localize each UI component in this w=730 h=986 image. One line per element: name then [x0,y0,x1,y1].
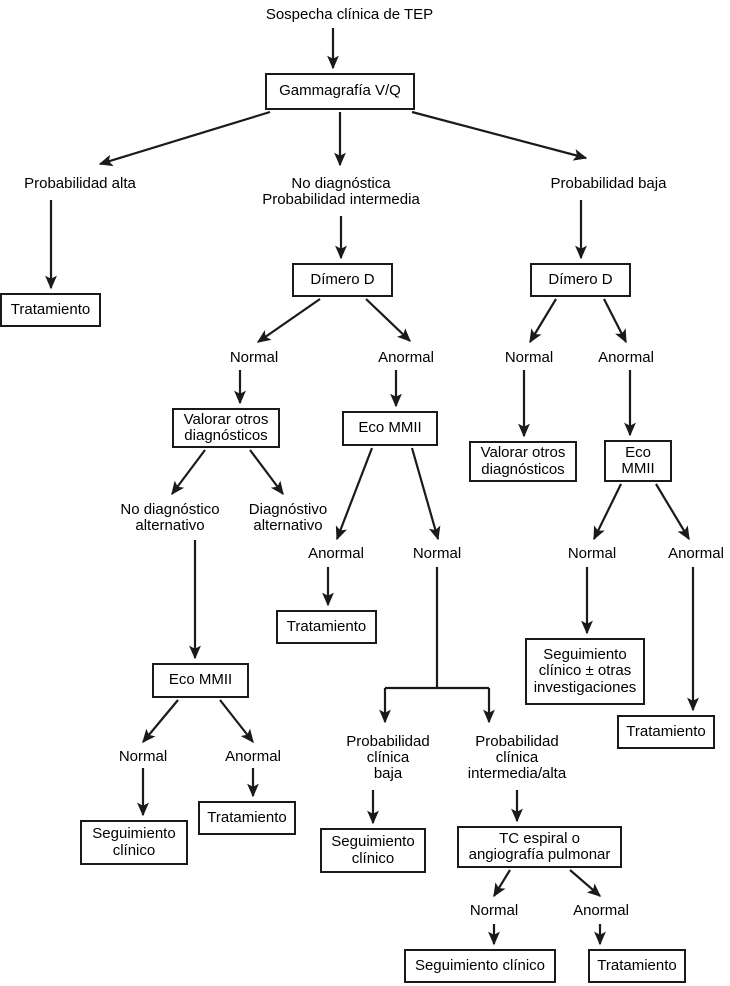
flow-label-n11: Normal [504,348,554,366]
flow-label-n17: No diagnóstico alternativo [120,500,220,534]
flow-edge-n2-to-n5 [411,110,588,161]
flow-box-n7[interactable]: Dímero D [292,263,393,297]
flow-box-n31[interactable]: Tratamiento [198,801,296,835]
flow-box-n24[interactable]: Seguimiento clínico ± otras investigacio… [525,638,645,705]
flow-label-n30: Anormal [225,747,281,765]
flow-box-n2[interactable]: Gammagrafía V/Q [265,73,415,110]
flow-box-n8[interactable]: Dímero D [530,263,631,297]
flow-label-n12: Anormal [598,348,654,366]
flow-edge-n8-to-n11 [529,298,557,344]
flow-edge-n16-to-n22 [655,483,690,541]
flow-box-n32[interactable]: Seguimiento clínico [80,820,188,865]
flow-label-n18: Diagnóstivo alternativo [248,500,328,534]
flow-edge-n13-to-n18 [249,449,284,496]
flow-edge-n7-to-n10 [365,298,411,342]
edge-layer [45,28,699,946]
flow-edge-n2-to-n3 [98,110,271,167]
flow-edge-n34-to-n35 [493,869,511,898]
flow-label-n19: Anormal [308,544,364,562]
flow-label-n36: Anormal [573,901,629,919]
flow-label-n28: Probabilidad clínica intermedia/alta [467,732,567,783]
flow-edge-n25-to-n29 [142,699,179,744]
flow-box-n13[interactable]: Valorar otros diagnósticos [172,408,280,448]
flow-label-n21: Normal [567,544,617,562]
flow-box-n15[interactable]: Valorar otros diagnósticos [469,441,577,482]
flow-label-n4: No diagnóstica Probabilidad intermedia [262,174,420,208]
flow-label-n29: Normal [118,747,168,765]
flow-box-n14[interactable]: Eco MMII [342,411,438,446]
flow-edge-n7-to-n9 [256,298,321,343]
flow-edge-n13-to-n17 [171,449,206,496]
flow-label-n1: Sospecha clínica de TEP [265,5,434,23]
flow-edge-n14-to-n20 [410,447,441,541]
flow-edge-n16-to-n21 [593,483,622,541]
flow-label-n5: Probabilidad baja [550,174,667,192]
flow-box-n25[interactable]: Eco MMII [152,663,249,698]
flow-box-n23[interactable]: Tratamiento [276,610,377,644]
flow-box-n16[interactable]: Eco MMII [604,440,672,482]
flow-edge-n25-to-n30 [219,699,254,744]
flow-box-n34[interactable]: TC espiral o angiografía pulmonar [457,826,622,868]
flow-box-n26[interactable]: Tratamiento [617,715,715,749]
flow-box-n6[interactable]: Tratamiento [0,293,101,327]
flow-label-n20: Normal [412,544,462,562]
flow-edge-n8-to-n12 [603,298,627,344]
flow-box-n38[interactable]: Tratamiento [588,949,686,983]
flow-label-n27: Probabilidad clínica baja [346,732,430,783]
flow-edge-n14-to-n19 [335,447,374,541]
flow-label-n9: Normal [229,348,279,366]
flow-box-n37[interactable]: Seguimiento clínico [404,949,556,983]
flow-edge-n34-to-n36 [569,869,601,897]
flow-box-n33[interactable]: Seguimiento clínico [320,828,426,873]
flow-label-n10: Anormal [378,348,434,366]
flow-label-n22: Anormal [668,544,724,562]
flow-label-n3: Probabilidad alta [24,174,136,192]
flow-label-n35: Normal [469,901,519,919]
